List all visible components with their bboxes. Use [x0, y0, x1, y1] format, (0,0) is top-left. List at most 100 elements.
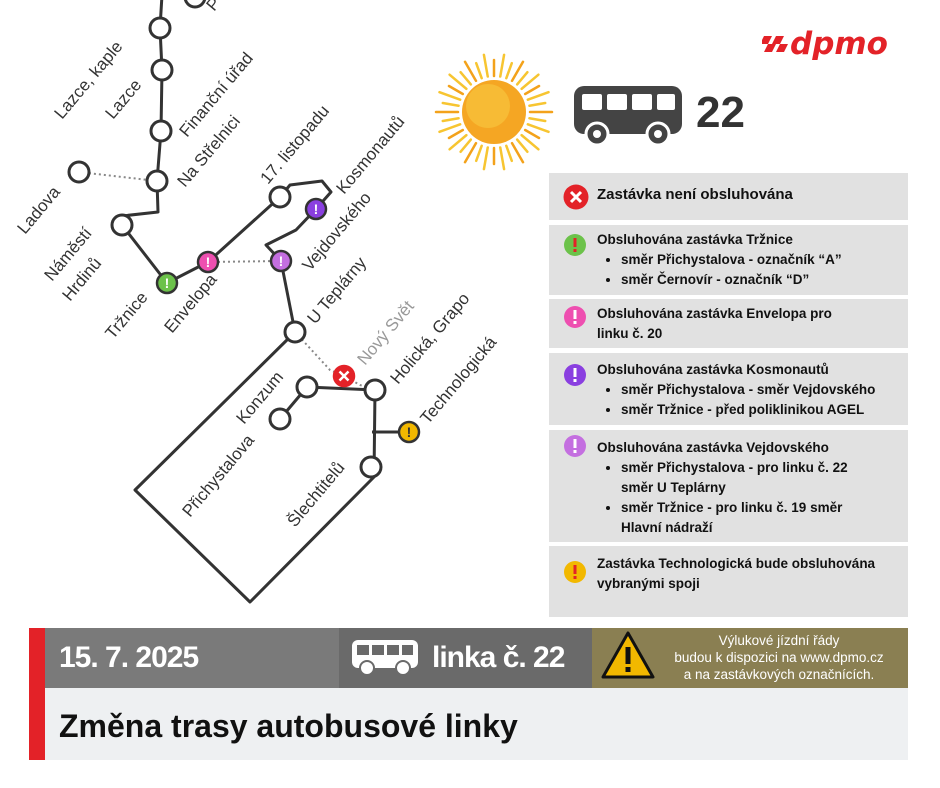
legend-vejdovskeho-item: směr Tržnice - pro linku č. 19 směr Hlav… [621, 498, 900, 538]
page-title: Změna trasy autobusové linky [59, 708, 518, 744]
route-map: ! ! ! ! ! P Lazce, kaple Lazce Finanční … [14, 0, 501, 604]
svg-text:dpmo: dpmo [790, 28, 888, 60]
exclamation-green-icon [564, 234, 586, 256]
footer-title-box: Změna trasy autobusové linky [45, 688, 908, 760]
sun-ray [447, 128, 465, 140]
sun-ray [474, 144, 483, 163]
stop-marker-financni-urad [149, 119, 173, 143]
stop-marker-slechtitelu [359, 455, 383, 479]
sun-ray [515, 138, 529, 154]
svg-text:!: ! [314, 201, 319, 217]
sun-ray [505, 144, 514, 163]
stop-marker-kosmonautu-exclamation-icon: ! [304, 197, 328, 221]
map-label-prichystalova: Přichystalova [179, 430, 259, 520]
exclamation-purple-icon [564, 364, 586, 386]
sun-ray [448, 133, 468, 151]
sun-ray [528, 117, 547, 123]
legend-vejdovskeho-item: směr Přichystalova - pro linku č. 22 smě… [621, 458, 900, 498]
legend-kosmonautu-title: Obsluhována zastávka Kosmonautů [597, 362, 829, 377]
sun-ray [505, 61, 514, 80]
stop-marker-technologicka-exclamation-icon: ! [397, 420, 421, 444]
stop-marker-vejdovskeho-exclamation-icon: ! [269, 249, 293, 273]
footer-note-line: a na zastávkových označnících. [683, 667, 875, 682]
svg-text:!: ! [206, 254, 211, 270]
legend-envelopa: Obsluhována zastávka Envelopa pro linku … [549, 299, 908, 348]
legend-technologicka: Zastávka Technologická bude obsluhována … [549, 546, 908, 617]
stop-marker-u-teplarny [283, 320, 307, 344]
svg-text:!: ! [407, 424, 412, 440]
sun-ray [520, 133, 540, 151]
bus-icon [574, 86, 682, 147]
map-label-ladova: Ladova [14, 182, 65, 237]
footer-line-label: linka č. 22 [432, 641, 565, 674]
route-line-envelopa [166, 179, 333, 333]
sun-ray [448, 73, 468, 91]
legend-trznice-item: směr Přichystalova - označník “A” [621, 250, 900, 270]
sun-ray [459, 70, 473, 86]
legend-kosmonautu-item: směr Přichystalova - směr Vejdovského [621, 380, 900, 400]
footer-date-box: 15. 7. 2025 [45, 628, 339, 688]
sun-ray [520, 73, 540, 91]
footer-line-box: linka č. 22 [339, 628, 592, 688]
stop-marker-listopadu [268, 185, 292, 209]
sun-ray [482, 146, 489, 171]
stop-marker-namesti-hrdinu [110, 213, 134, 237]
close-icon [563, 184, 589, 210]
sun-ray [499, 146, 506, 171]
sun-ray [438, 90, 462, 101]
legend-kosmonautu: Obsluhována zastávka Kosmonautů směr Při… [549, 353, 908, 425]
footer-note-box: Výlukové jízdní řády budou k dispozici n… [592, 628, 908, 688]
sun-ray [447, 84, 465, 96]
stop-marker-trznice-exclamation-icon: ! [155, 271, 179, 295]
legend-vejdovskeho-item-b: Hlavní nádraží [621, 520, 713, 535]
legend-trznice-title: Obsluhována zastávka Tržnice [597, 232, 793, 247]
sun-ray [474, 61, 483, 80]
sun-ray [441, 117, 460, 123]
sun-ray [441, 101, 460, 107]
stop-marker-top [183, 0, 207, 9]
sun-ray [515, 70, 529, 86]
stop-marker-novy-svet-close-icon [332, 364, 356, 388]
map-label-listopadu: 17. listopadu [257, 102, 334, 188]
sun-ray [459, 138, 473, 154]
stop-marker-ladova [67, 160, 91, 184]
exclamation-pink-icon [564, 306, 586, 328]
exclamation-violet-icon [564, 435, 586, 457]
legend-kosmonautu-item: směr Tržnice - před poliklinikou AGEL [621, 400, 900, 420]
sun-ray [526, 123, 550, 134]
legend-vejdovskeho-item-b: směr U Teplárny [621, 480, 726, 495]
legend-vejdovskeho-title: Obsluhována zastávka Vejdovského [597, 440, 829, 455]
bus-icon [352, 640, 418, 676]
dpmo-logo: dpmo [762, 28, 888, 60]
map-label-slechtitelu: Šlechtitelů [284, 458, 349, 530]
legend-not-served: Zastávka není obsluhována [549, 173, 908, 220]
svg-text:!: ! [165, 275, 170, 291]
legend-envelopa-line1: Obsluhována zastávka Envelopa pro [597, 306, 832, 321]
line-number: 22 [696, 88, 745, 137]
sun-ray [482, 53, 489, 78]
dotted-connector-envelopa [207, 260, 282, 263]
legend-vejdovskeho-item-a: směr Tržnice - pro linku č. 19 směr [621, 500, 843, 515]
legend-technologicka-line2: vybranými spoji [597, 576, 700, 591]
map-label-kosmonautu: Kosmonautů [333, 112, 409, 197]
stop-marker-prichystalova [268, 407, 292, 431]
legend-not-served-text: Zastávka není obsluhována [597, 186, 793, 203]
stop-marker-na-strelnici [145, 169, 169, 193]
dotted-connector-ladova [78, 171, 158, 182]
stop-marker-lazce-kaple [148, 16, 172, 40]
legend-vejdovskeho-item-a: směr Přichystalova - pro linku č. 22 [621, 460, 848, 475]
sun-icon [434, 53, 554, 171]
svg-text:!: ! [279, 253, 284, 269]
map-label-lazce: Lazce [102, 76, 146, 123]
warning-icon [601, 631, 655, 679]
legend-vejdovskeho: Obsluhována zastávka Vejdovského směr Př… [549, 430, 908, 542]
sun-ray [499, 53, 506, 78]
legend-envelopa-line2: linku č. 20 [597, 326, 663, 341]
sun-ray [526, 90, 550, 101]
footer-note-line: Výlukové jízdní řády [718, 633, 840, 648]
sun-ray [523, 128, 541, 140]
footer-note-line: budou k dispozici na www.dpmo.cz [674, 650, 884, 665]
footer-date: 15. 7. 2025 [59, 641, 199, 674]
legend-trznice-item: směr Černovír - označník “D” [621, 270, 900, 290]
sun-ray [510, 60, 525, 83]
